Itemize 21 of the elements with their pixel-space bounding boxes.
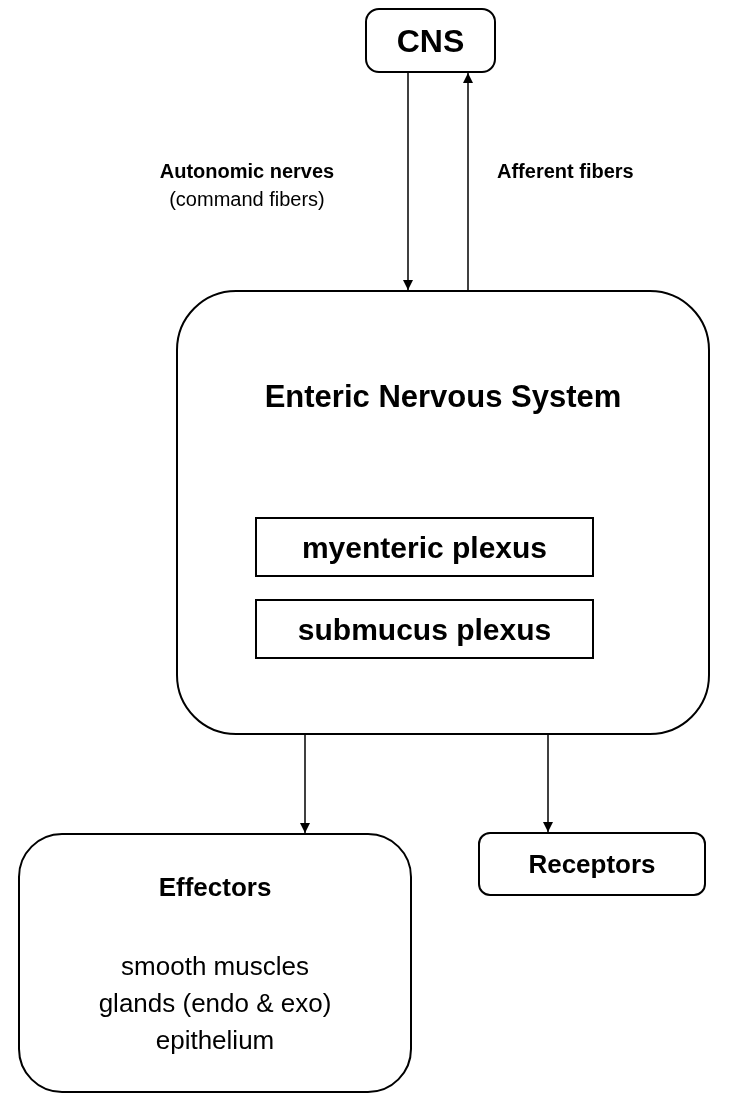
node-title: Receptors: [528, 847, 656, 881]
node-title: CNS: [396, 21, 465, 61]
node-title: submucus plexus: [297, 611, 552, 648]
component-box: [255, 517, 594, 577]
system-box: [176, 290, 710, 735]
edge-label: Afferent fibers: [497, 159, 635, 184]
arrow: [300, 734, 310, 834]
node-title: Enteric Nervous System: [264, 378, 622, 416]
arrow: [403, 72, 413, 291]
arrow: [543, 734, 553, 833]
list-item: glands (endo & exo): [98, 987, 332, 1020]
node-title: Effectors: [158, 871, 272, 904]
output-box: [478, 832, 706, 896]
list-item: smooth muscles: [121, 950, 309, 983]
output-box: [18, 833, 412, 1093]
component-box: [255, 599, 594, 659]
process-box: [365, 8, 496, 73]
list-item: epithelium: [155, 1024, 275, 1057]
edge-label: Autonomic nerves (command fibers): [158, 159, 336, 212]
arrow: [463, 72, 473, 291]
node-title: myenteric plexus: [301, 529, 548, 566]
